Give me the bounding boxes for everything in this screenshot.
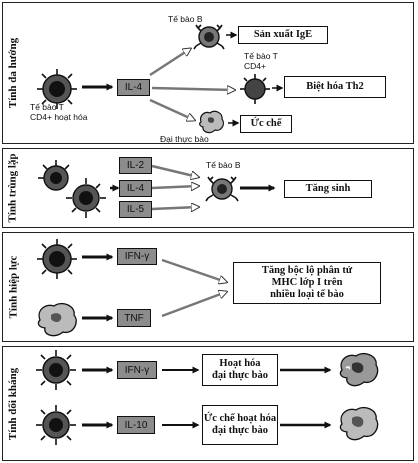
output-activation-inhibition: Ức chế hoạt hóa đại thực bào bbox=[202, 405, 278, 445]
output-macrophage-activation: Hoạt hóa đại thực bào bbox=[202, 354, 278, 386]
panel-title: Tính hiệp lực bbox=[7, 255, 19, 319]
cytokine-ifn-gamma: IFN-γ bbox=[117, 248, 157, 265]
t-cell-icon bbox=[37, 239, 77, 279]
t-cell-icon bbox=[240, 74, 270, 104]
macrophage-icon bbox=[339, 406, 379, 441]
cytokine-il5: IL-5 bbox=[119, 201, 152, 218]
t-cell-icon bbox=[66, 178, 106, 218]
cell-label: Tế bào T CD4+ hoạt hóa bbox=[30, 102, 88, 122]
t-cell-icon bbox=[36, 405, 76, 445]
t-cell-icon bbox=[38, 160, 70, 191]
activated-macrophage-icon bbox=[339, 352, 379, 387]
panel-title: Tính đối kháng bbox=[7, 367, 19, 440]
cytokine-il4: IL-4 bbox=[117, 79, 150, 96]
activated-t-cell-icon bbox=[37, 69, 77, 109]
macrophage-icon bbox=[37, 302, 77, 337]
cytokine-il10: IL-10 bbox=[117, 416, 155, 434]
panel-title: Tính đa hướng bbox=[7, 37, 19, 109]
b-cell-label: Tế bào B bbox=[168, 14, 203, 24]
output-proliferation: Tăng sinh bbox=[284, 180, 372, 198]
cytokine-il2: IL-2 bbox=[119, 157, 152, 174]
macrophage-label: Đại thực bào bbox=[160, 134, 209, 144]
cytokine-il4: IL-4 bbox=[119, 180, 152, 197]
b-cell-label: Tế bào B bbox=[206, 160, 241, 170]
output-ige: Sản xuất IgE bbox=[238, 26, 328, 44]
b-cell-icon bbox=[205, 176, 239, 202]
cytokine-ifn-gamma: IFN-γ bbox=[117, 361, 157, 379]
b-cell-icon bbox=[193, 24, 225, 50]
t-cell-icon bbox=[36, 350, 76, 390]
panel-title: Tính trùng lặp bbox=[7, 153, 19, 223]
cytokine-tnf: TNF bbox=[117, 309, 151, 327]
output-inhibit: Ức chế bbox=[240, 115, 292, 133]
output-mhc: Tăng bộc lộ phân tử MHC lớp I trên nhiều… bbox=[233, 262, 381, 304]
macrophage-icon bbox=[199, 110, 225, 134]
output-th2: Biệt hóa Th2 bbox=[284, 76, 386, 98]
t-cell-label: Tế bào T CD4+ bbox=[244, 51, 278, 71]
